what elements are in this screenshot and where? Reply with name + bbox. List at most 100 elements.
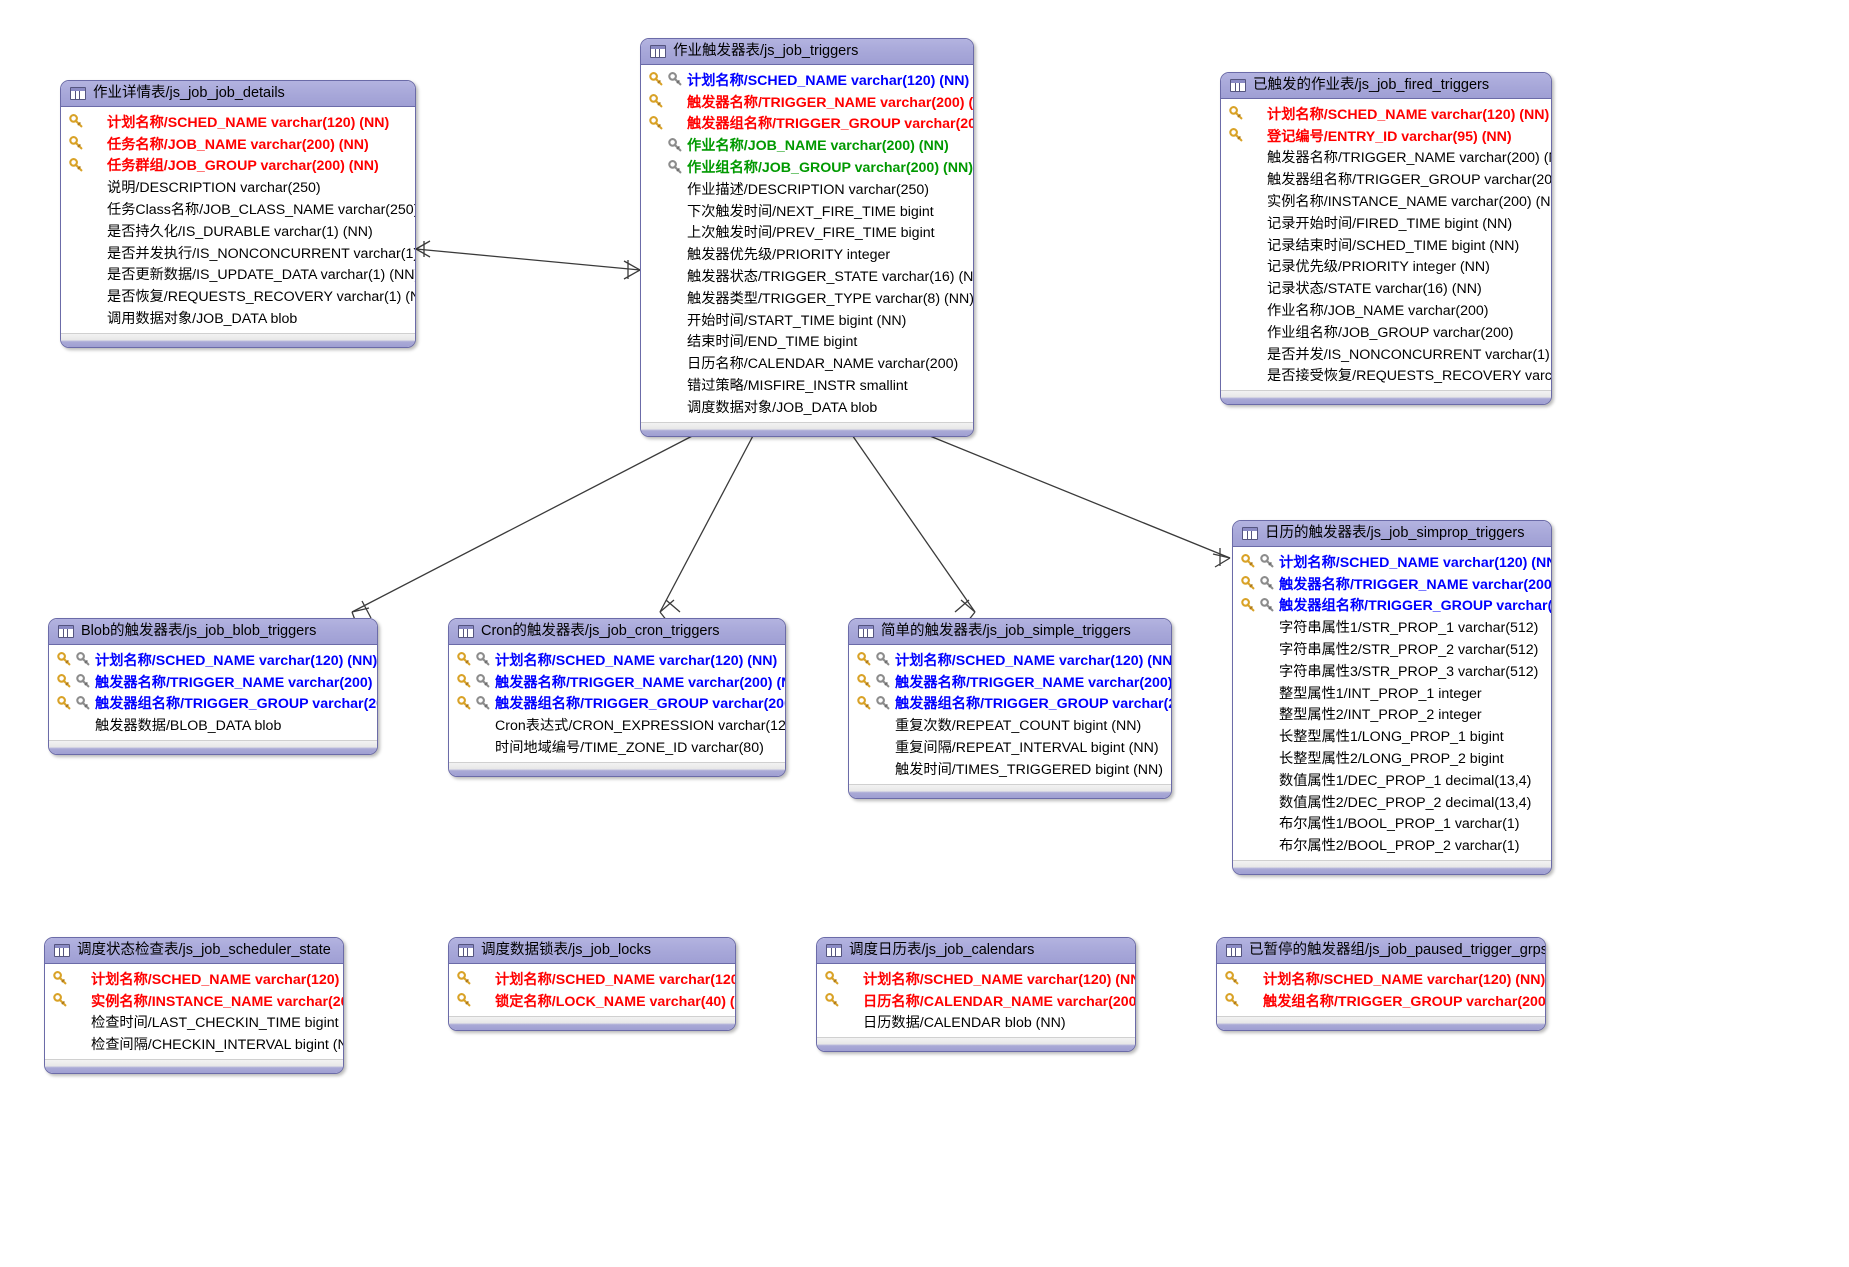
column-label: 作业组名称/JOB_GROUP varchar(200) (NN) (687, 160, 973, 177)
column-row[interactable]: 实例名称/INSTANCE_NAME varchar(200) (NN) (51, 990, 343, 1012)
column-row[interactable]: 记录优先级/PRIORITY integer (NN) (1227, 256, 1543, 278)
column-row[interactable]: 计划名称/SCHED_NAME varchar(120) (NN) (647, 69, 969, 91)
column-row[interactable]: 任务名称/JOB_NAME varchar(200) (NN) (67, 133, 407, 155)
column-row[interactable]: 触发器状态/TRIGGER_STATE varchar(16) (NN) (647, 265, 973, 287)
column-row[interactable]: 计划名称/SCHED_NAME varchar(120) (NN) (55, 649, 377, 671)
column-row[interactable]: 是否并发执行/IS_NONCONCURRENT varchar(1) (NN) (67, 242, 415, 264)
column-label: 计划名称/SCHED_NAME varchar(120) (NN) (495, 652, 778, 669)
column-row[interactable]: 作业组名称/JOB_GROUP varchar(200) (NN) (647, 156, 973, 178)
column-row[interactable]: 实例名称/INSTANCE_NAME varchar(200) (NN) (1227, 190, 1551, 212)
column-row[interactable]: 触发器组名称/TRIGGER_GROUP varchar(200) (NN) (1239, 595, 1551, 617)
column-row[interactable]: 作业名称/JOB_NAME varchar(200) (NN) (647, 134, 965, 156)
column-row[interactable]: 计划名称/SCHED_NAME varchar(120) (NN) (855, 649, 1171, 671)
column-row[interactable]: 时间地域编号/TIME_ZONE_ID varchar(80) (455, 736, 777, 758)
column-row[interactable]: 触发器名称/TRIGGER_NAME varchar(200) (NN) (855, 671, 1171, 693)
column-row[interactable]: 调用数据对象/JOB_DATA blob (67, 307, 407, 329)
column-row[interactable]: 触发器组名称/TRIGGER_GROUP varchar(200) (NN) (455, 693, 785, 715)
column-row[interactable]: 是否恢复/REQUESTS_RECOVERY varchar(1) (NN) (67, 285, 415, 307)
primary-key-icon (855, 652, 874, 667)
column-row[interactable]: 触发器组名称/TRIGGER_GROUP varchar(200) (NN) (855, 693, 1171, 715)
column-row[interactable]: 数值属性2/DEC_PROP_2 decimal(13,4) (1239, 791, 1543, 813)
column-row[interactable]: 计划名称/SCHED_NAME varchar(120) (NN) (455, 649, 777, 671)
column-row[interactable]: 触发器名称/TRIGGER_NAME varchar(200) (NN) (455, 671, 785, 693)
column-label: 触发器优先级/PRIORITY integer (687, 247, 891, 264)
column-row[interactable]: 触发器优先级/PRIORITY integer (647, 243, 965, 265)
column-row[interactable]: 触发器名称/TRIGGER_NAME varchar(200) (NN) (1239, 573, 1551, 595)
column-row[interactable]: 触发器名称/TRIGGER_NAME varchar(200) (NN) (647, 91, 973, 113)
column-row[interactable]: 触发器组名称/TRIGGER_GROUP varchar(200) (NN) (647, 113, 973, 135)
entity-table-locks[interactable]: 调度数据锁表/js_job_locks 计划名称/SCHED_NAME varc… (448, 937, 736, 1031)
column-row[interactable]: 作业组名称/JOB_GROUP varchar(200) (1227, 321, 1543, 343)
column-row[interactable]: 计划名称/SCHED_NAME varchar(120) (NN) (455, 968, 735, 990)
column-row[interactable]: 检查时间/LAST_CHECKIN_TIME bigint (NN) (51, 1012, 343, 1034)
column-row[interactable]: 说明/DESCRIPTION varchar(250) (67, 176, 407, 198)
column-row[interactable]: 调度数据对象/JOB_DATA blob (647, 396, 965, 418)
column-row[interactable]: 整型属性2/INT_PROP_2 integer (1239, 704, 1543, 726)
column-row[interactable]: 是否更新数据/IS_UPDATE_DATA varchar(1) (NN) (67, 264, 415, 286)
column-row[interactable]: 重复次数/REPEAT_COUNT bigint (NN) (855, 714, 1163, 736)
column-row[interactable]: 字符串属性2/STR_PROP_2 varchar(512) (1239, 638, 1543, 660)
column-row[interactable]: 日历数据/CALENDAR blob (NN) (823, 1012, 1127, 1034)
entity-table-job_details[interactable]: 作业详情表/js_job_job_details 计划名称/SCHED_NAME… (60, 80, 416, 348)
entity-table-calendars[interactable]: 调度日历表/js_job_calendars 计划名称/SCHED_NAME v… (816, 937, 1136, 1053)
column-row[interactable]: 开始时间/START_TIME bigint (NN) (647, 309, 965, 331)
column-row[interactable]: 计划名称/SCHED_NAME varchar(120) (NN) (823, 968, 1135, 990)
column-row[interactable]: 字符串属性3/STR_PROP_3 varchar(512) (1239, 660, 1543, 682)
column-row[interactable]: 是否并发/IS_NONCONCURRENT varchar(1) (1227, 343, 1550, 365)
entity-table-blob_triggers[interactable]: Blob的触发器表/js_job_blob_triggers 计划名称/SCHE… (48, 618, 378, 756)
column-row[interactable]: 计划名称/SCHED_NAME varchar(120) (NN) (1223, 968, 1545, 990)
column-row[interactable]: Cron表达式/CRON_EXPRESSION varchar(120) (NN… (455, 714, 785, 736)
column-row[interactable]: 计划名称/SCHED_NAME varchar(120) (NN) (67, 111, 407, 133)
entity-table-scheduler_state[interactable]: 调度状态检查表/js_job_scheduler_state 计划名称/SCHE… (44, 937, 344, 1075)
entity-table-job_triggers[interactable]: 作业触发器表/js_job_triggers 计划名称/SCHED_NAME v… (640, 38, 974, 437)
column-row[interactable]: 触发时间/TIMES_TRIGGERED bigint (NN) (855, 758, 1163, 780)
entity-column-list-locks: 计划名称/SCHED_NAME varchar(120) (NN)锁定名称/LO… (449, 964, 735, 1016)
column-row[interactable]: 布尔属性2/BOOL_PROP_2 varchar(1) (1239, 834, 1543, 856)
column-row[interactable]: 长整型属性1/LONG_PROP_1 bigint (1239, 725, 1543, 747)
column-row[interactable]: 字符串属性1/STR_PROP_1 varchar(512) (1239, 616, 1543, 638)
column-row[interactable]: 登记编号/ENTRY_ID varchar(95) (NN) (1227, 125, 1543, 147)
primary-key-icon (55, 674, 74, 689)
column-row[interactable]: 日历名称/CALENDAR_NAME varchar(200) (647, 352, 965, 374)
column-row[interactable]: 触发器类型/TRIGGER_TYPE varchar(8) (NN) (647, 287, 973, 309)
column-row[interactable]: 触发组名称/TRIGGER_GROUP varchar(200) (NN) (1223, 990, 1545, 1012)
column-row[interactable]: 任务群组/JOB_GROUP varchar(200) (NN) (67, 155, 407, 177)
column-row[interactable]: 计划名称/SCHED_NAME varchar(120) (NN) (1227, 103, 1549, 125)
column-row[interactable]: 作业名称/JOB_NAME varchar(200) (1227, 299, 1543, 321)
entity-table-simprop_triggers[interactable]: 日历的触发器表/js_job_simprop_triggers 计划名称/SCH… (1232, 520, 1552, 876)
column-label: 触发器名称/TRIGGER_NAME varchar(200) (NN) (95, 674, 378, 691)
entity-table-fired_triggers[interactable]: 已触发的作业表/js_job_fired_triggers 计划名称/SCHED… (1220, 72, 1552, 406)
column-row[interactable]: 重复间隔/REPEAT_INTERVAL bigint (NN) (855, 736, 1163, 758)
column-label: 作业组名称/JOB_GROUP varchar(200) (1267, 324, 1514, 341)
column-row[interactable]: 触发器名称/TRIGGER_NAME varchar(200) (NN) (1227, 147, 1551, 169)
column-row[interactable]: 触发器组名称/TRIGGER_GROUP varchar(200) (NN) (1227, 168, 1551, 190)
column-row[interactable]: 触发器组名称/TRIGGER_GROUP varchar(200) (NN) (55, 693, 377, 715)
column-row[interactable]: 结束时间/END_TIME bigint (647, 331, 965, 353)
entity-table-paused_trigger_grps[interactable]: 已暂停的触发器组/js_job_paused_trigger_grps 计划名称… (1216, 937, 1546, 1031)
column-row[interactable]: 是否持久化/IS_DURABLE varchar(1) (NN) (67, 220, 407, 242)
column-row[interactable]: 上次触发时间/PREV_FIRE_TIME bigint (647, 222, 965, 244)
foreign-key-icon (1258, 554, 1277, 569)
column-row[interactable]: 触发器名称/TRIGGER_NAME varchar(200) (NN) (55, 671, 377, 693)
column-row[interactable]: 记录结束时间/SCHED_TIME bigint (NN) (1227, 234, 1543, 256)
column-row[interactable]: 是否接受恢复/REQUESTS_RECOVERY varchar(1) (1227, 365, 1551, 387)
column-row[interactable]: 布尔属性1/BOOL_PROP_1 varchar(1) (1239, 813, 1543, 835)
entity-table-header-job_details: 作业详情表/js_job_job_details (61, 81, 415, 107)
column-row[interactable]: 计划名称/SCHED_NAME varchar(120) (NN) (1239, 551, 1551, 573)
column-row[interactable]: 任务Class名称/JOB_CLASS_NAME varchar(250) (N… (67, 198, 415, 220)
entity-table-simple_triggers[interactable]: 简单的触发器表/js_job_simple_triggers 计划名称/SCHE… (848, 618, 1172, 799)
column-row[interactable]: 数值属性1/DEC_PROP_1 decimal(13,4) (1239, 769, 1543, 791)
column-row[interactable]: 记录开始时间/FIRED_TIME bigint (NN) (1227, 212, 1543, 234)
column-row[interactable]: 整型属性1/INT_PROP_1 integer (1239, 682, 1543, 704)
entity-table-cron_triggers[interactable]: Cron的触发器表/js_job_cron_triggers 计划名称/SCHE… (448, 618, 786, 777)
column-row[interactable]: 日历名称/CALENDAR_NAME varchar(200) (NN) (823, 990, 1135, 1012)
column-row[interactable]: 作业描述/DESCRIPTION varchar(250) (647, 178, 965, 200)
column-row[interactable]: 错过策略/MISFIRE_INSTR smallint (647, 374, 965, 396)
column-row[interactable]: 长整型属性2/LONG_PROP_2 bigint (1239, 747, 1543, 769)
column-row[interactable]: 计划名称/SCHED_NAME varchar(120) (NN) (51, 968, 343, 990)
column-row[interactable]: 触发器数据/BLOB_DATA blob (55, 714, 369, 736)
column-row[interactable]: 下次触发时间/NEXT_FIRE_TIME bigint (647, 200, 965, 222)
column-row[interactable]: 记录状态/STATE varchar(16) (NN) (1227, 277, 1543, 299)
column-row[interactable]: 检查间隔/CHECKIN_INTERVAL bigint (NN) (51, 1033, 343, 1055)
column-row[interactable]: 锁定名称/LOCK_NAME varchar(40) (NN) (455, 990, 735, 1012)
